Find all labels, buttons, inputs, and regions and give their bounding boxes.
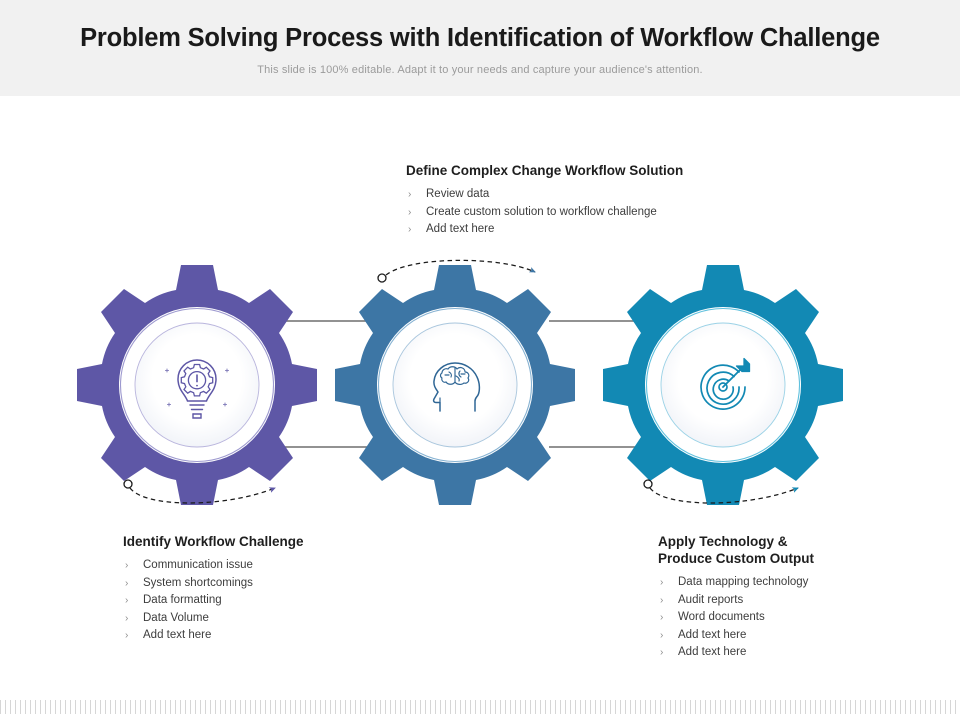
list-item-label: Create custom solution to workflow chall… <box>426 205 657 218</box>
target-dart-icon <box>700 357 751 410</box>
list-item: › Review data <box>406 186 736 204</box>
chevron-right-icon: › <box>408 189 412 200</box>
chevron-right-icon: › <box>660 577 664 588</box>
list-item-label: Communication issue <box>143 559 253 571</box>
chevron-right-icon: › <box>125 630 129 641</box>
gear-apply-inner-disc <box>661 323 785 447</box>
header-band <box>0 0 960 96</box>
gear-define-ring-gap <box>383 313 527 457</box>
list-item-label: Add text here <box>678 646 747 658</box>
list-item: › Add text here <box>658 644 948 662</box>
gear-apply-ring-inner <box>660 322 786 448</box>
flow-arrow-top <box>377 259 536 283</box>
text-block-identify: Identify Workflow Challenge › Communicati… <box>123 533 413 645</box>
list-item-label: System shortcomings <box>143 576 253 589</box>
gear-apply[interactable] <box>603 265 843 505</box>
bullet-list-identify: › Communication issue › System shortcoming… <box>123 557 413 645</box>
chevron-right-icon: › <box>660 647 664 658</box>
chevron-right-icon: › <box>660 612 664 623</box>
flow-arrow-bottom-left-path <box>129 487 276 504</box>
list-item: › Communication issue <box>123 557 413 575</box>
chevron-right-icon: › <box>408 224 412 235</box>
list-item-label: Add text here <box>143 629 212 641</box>
text-block-define: Define Complex Change Workflow Solution … <box>406 162 736 239</box>
block-title-identify: Identify Workflow Challenge <box>123 534 304 549</box>
list-item: › System shortcomings <box>123 575 413 593</box>
list-item: › Word documents <box>658 609 948 627</box>
list-item-label: Audit reports <box>678 593 744 606</box>
bullet-list-define: › Review data › Create custom solution to … <box>406 186 736 239</box>
list-item-label: Data Volume <box>143 611 209 624</box>
gear-diagram-svg <box>77 259 843 505</box>
gear-define-ring-inner <box>392 322 518 448</box>
chevron-right-icon: › <box>408 206 412 218</box>
chevron-right-icon: › <box>660 629 664 641</box>
list-item-label: Data mapping technology <box>678 576 809 588</box>
bottom-tick-strip <box>0 700 960 714</box>
list-item: › Audit reports <box>658 592 948 610</box>
page-title: Problem Solving Process with Identificat… <box>80 24 880 52</box>
flow-arrow-top-origin-dot <box>377 273 387 283</box>
gear-identify[interactable] <box>77 265 317 505</box>
gear-define-ring-outer <box>377 307 533 463</box>
gear-identify-ring-outer <box>119 307 275 463</box>
list-item: › Add text here <box>123 627 413 645</box>
flow-arrow-bottom-left <box>123 479 276 504</box>
list-item-label: Word documents <box>678 611 765 623</box>
chevron-right-icon: › <box>660 594 664 606</box>
flow-arrow-top-path <box>385 259 536 276</box>
block-title-apply: Apply Technology & Produce Custom Output <box>658 534 814 566</box>
head-brain-icon <box>432 362 481 412</box>
bullet-list-apply: ›Data mapping technology ›Audit reports … <box>658 574 948 662</box>
gear-apply-ring-gap <box>651 313 795 457</box>
diagram-canvas <box>0 96 960 720</box>
gear-apply-ring-outer <box>645 307 801 463</box>
lightbulb-gear-icon <box>165 359 229 419</box>
block-title-define: Define Complex Change Workflow Solution <box>406 163 684 178</box>
gear-define-inner-disc <box>393 323 517 447</box>
chevron-right-icon: › <box>125 560 129 571</box>
chevron-right-icon: › <box>125 577 129 589</box>
list-item-label: Data formatting <box>143 594 222 606</box>
list-item: › Data formatting <box>123 592 413 610</box>
list-item-label: Add text here <box>426 223 495 235</box>
flow-arrow-bottom-right <box>643 479 799 504</box>
text-block-apply: Apply Technology & Produce Custom Output… <box>658 533 948 662</box>
list-item: › Create custom solution to workflow chal… <box>406 204 736 222</box>
gear-identify-ring-inner <box>134 322 260 448</box>
page-subtitle: This slide is 100% editable. Adapt it to… <box>257 64 703 76</box>
gear-define[interactable] <box>335 265 575 505</box>
list-item: › Data Volume <box>123 610 413 628</box>
list-item: › Add text here <box>406 221 736 239</box>
list-item: › Add text here <box>658 627 948 645</box>
gear-identify-ring-gap <box>125 313 269 457</box>
gear-connector-lines <box>283 320 638 448</box>
flow-arrow-bottom-right-origin-dot <box>643 479 653 489</box>
list-item: › Data mapping technology <box>658 574 948 592</box>
chevron-right-icon: › <box>125 595 129 606</box>
list-item-label: Review data <box>426 188 490 200</box>
list-item-label: Add text here <box>678 628 747 641</box>
chevron-right-icon: › <box>125 612 129 624</box>
flow-arrow-bottom-right-path <box>649 487 799 504</box>
flow-arrow-bottom-left-origin-dot <box>123 479 133 489</box>
